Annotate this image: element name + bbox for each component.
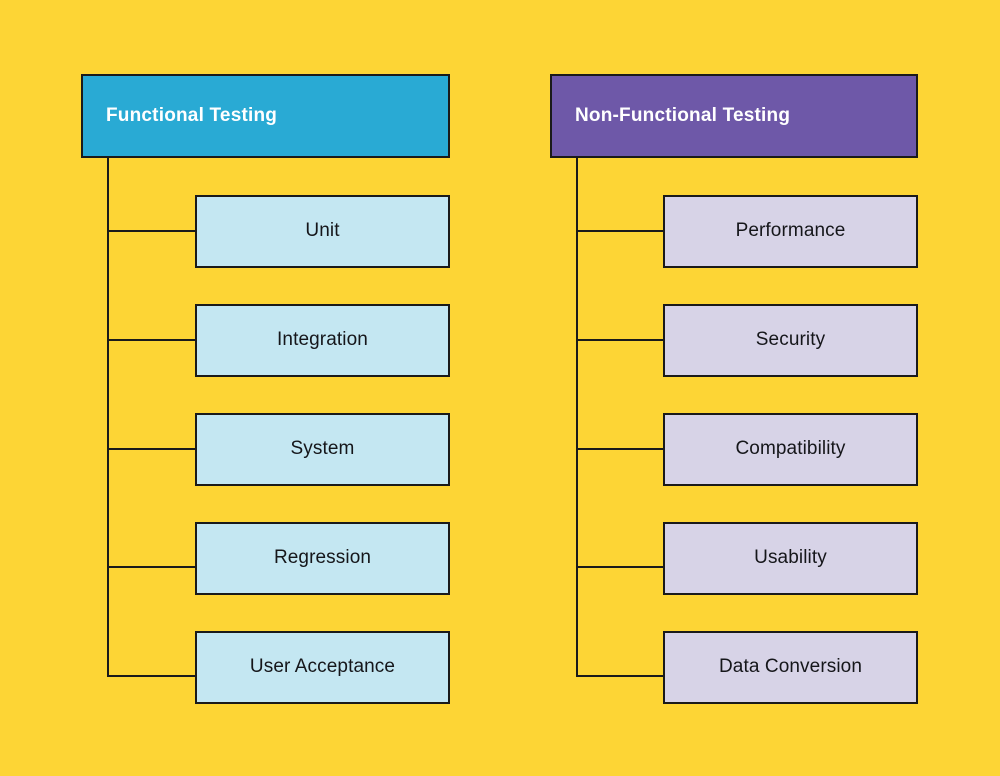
non-functional-trunk-line [576, 158, 578, 677]
functional-node-regression[interactable]: Regression [195, 522, 450, 595]
non-functional-branch-performance [576, 230, 665, 232]
functional-branch-user-acceptance [107, 675, 197, 677]
non-functional-testing-header-label: Non-Functional Testing [575, 104, 791, 126]
non-functional-branch-usability [576, 566, 665, 568]
functional-branch-integration [107, 339, 197, 341]
functional-node-user-acceptance-label: User Acceptance [249, 656, 396, 678]
non-functional-node-compatibility-label: Compatibility [735, 438, 846, 460]
functional-testing-header[interactable]: Functional Testing [81, 74, 450, 158]
non-functional-node-usability-label: Usability [754, 547, 827, 569]
non-functional-node-security-label: Security [755, 329, 826, 351]
non-functional-node-compatibility[interactable]: Compatibility [663, 413, 918, 486]
functional-branch-regression [107, 566, 197, 568]
functional-node-user-acceptance[interactable]: User Acceptance [195, 631, 450, 704]
functional-node-system[interactable]: System [195, 413, 450, 486]
non-functional-node-security[interactable]: Security [663, 304, 918, 377]
functional-node-unit-label: Unit [305, 220, 340, 242]
functional-node-integration-label: Integration [277, 329, 368, 351]
functional-branch-system [107, 448, 197, 450]
functional-branch-unit [107, 230, 197, 232]
non-functional-node-performance-label: Performance [735, 220, 846, 242]
non-functional-node-data-conversion-label: Data Conversion [718, 656, 863, 678]
non-functional-testing-header[interactable]: Non-Functional Testing [550, 74, 918, 158]
non-functional-branch-security [576, 339, 665, 341]
functional-node-integration[interactable]: Integration [195, 304, 450, 377]
functional-node-unit[interactable]: Unit [195, 195, 450, 268]
functional-trunk-line [107, 158, 109, 677]
functional-node-system-label: System [290, 438, 355, 460]
non-functional-node-usability[interactable]: Usability [663, 522, 918, 595]
non-functional-branch-compatibility [576, 448, 665, 450]
functional-testing-header-label: Functional Testing [106, 104, 278, 126]
non-functional-branch-data-conversion [576, 675, 665, 677]
non-functional-node-performance[interactable]: Performance [663, 195, 918, 268]
functional-node-regression-label: Regression [273, 547, 372, 569]
non-functional-node-data-conversion[interactable]: Data Conversion [663, 631, 918, 704]
